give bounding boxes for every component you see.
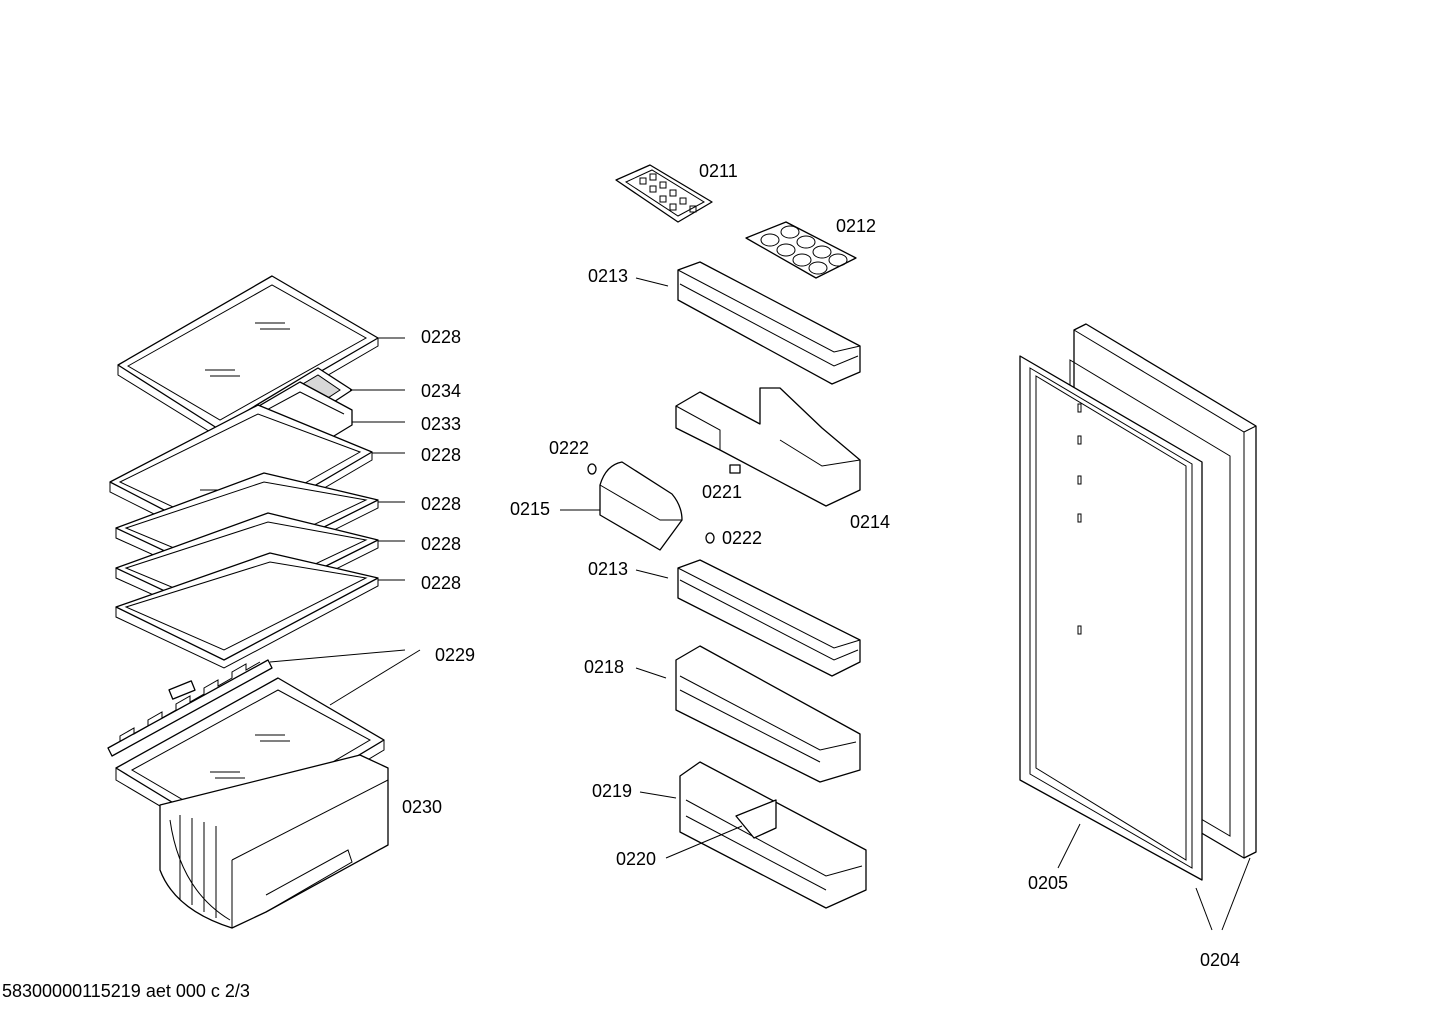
butter-compartment-flap (599, 461, 683, 551)
label-0204: 0204 (1200, 950, 1241, 970)
middle-leader-lines (560, 277, 743, 859)
label-0218: 0218 (584, 657, 625, 677)
door-gasket (1019, 355, 1203, 881)
bottle-bin (675, 387, 861, 507)
glass-shelf-top (117, 275, 379, 439)
label-0228-5: 0228 (421, 573, 462, 593)
door-bin-0218 (675, 645, 861, 783)
label-0228-4: 0228 (421, 534, 462, 554)
door-bin-lower (677, 559, 861, 677)
label-0222-lower: 0222 (722, 528, 763, 548)
label-0213-lower: 0213 (588, 559, 629, 579)
glass-shelf-5 (115, 552, 379, 669)
label-0212: 0212 (836, 216, 877, 236)
left-leader-lines (269, 337, 421, 706)
crisper-drawer (159, 754, 389, 929)
label-0219: 0219 (592, 781, 633, 801)
label-0221: 0221 (702, 482, 743, 502)
small-fittings (587, 463, 741, 544)
egg-tray (745, 221, 857, 279)
right-leader-lines (1057, 823, 1251, 931)
label-0220: 0220 (616, 849, 657, 869)
label-0205: 0205 (1028, 873, 1069, 893)
shelf-support-rail (107, 659, 273, 757)
label-0234: 0234 (421, 381, 462, 401)
door-bin-0219 (679, 761, 867, 909)
label-0211: 0211 (699, 161, 738, 181)
label-0215: 0215 (510, 499, 551, 519)
document-footer: 58300000115219 aet 000 c 2/3 (2, 981, 250, 1001)
label-0229: 0229 (435, 645, 476, 665)
label-0228-3: 0228 (421, 494, 462, 514)
label-0213-upper: 0213 (588, 266, 629, 286)
label-0228-2: 0228 (421, 445, 462, 465)
label-0230: 0230 (402, 797, 443, 817)
label-0228-1: 0228 (421, 327, 462, 347)
label-0222-upper: 0222 (549, 438, 590, 458)
label-0233: 0233 (421, 414, 462, 434)
ice-cube-tray (615, 164, 713, 223)
door-bin-upper (677, 261, 861, 385)
label-0214: 0214 (850, 512, 891, 532)
